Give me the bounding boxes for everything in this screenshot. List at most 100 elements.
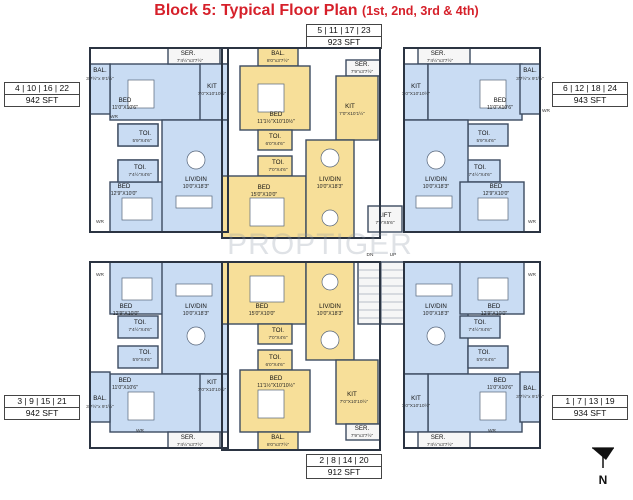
- label-wr: WR: [96, 219, 105, 225]
- label-toi-1: TOI.: [134, 319, 146, 326]
- toilet-1: [257, 129, 293, 151]
- label-livdin: LIV/DIN: [319, 303, 341, 310]
- dim-bed-2: 11'0"X10'6": [112, 385, 138, 391]
- unit-box-right-bottom: 1 | 7 | 13 | 19 934 SFT: [552, 395, 628, 420]
- dim-lift: 7'0"X5'6": [375, 220, 394, 226]
- label-bed-1: BED: [270, 111, 283, 118]
- dining-table: [320, 330, 340, 350]
- living-dining: [403, 261, 469, 375]
- dim-toi-2: 6'0"X4'6": [265, 362, 284, 368]
- label-livdin: LIV/DIN: [185, 176, 207, 183]
- bed-furniture: [121, 197, 153, 221]
- sofa: [175, 195, 213, 209]
- bed-furniture: [127, 391, 155, 421]
- coffee-table: [321, 273, 339, 291]
- label-bal: BAL.: [271, 434, 285, 441]
- dim-ser: 7'4½"x3'7½": [177, 441, 204, 448]
- label-wr: WR: [110, 114, 119, 120]
- dim-livdin: 10'0"X18'3": [183, 311, 210, 317]
- label-bed-2: BED: [270, 375, 283, 382]
- label-ser: SER.: [355, 425, 370, 432]
- unit-area: 942 SFT: [25, 95, 59, 105]
- unit-bottom-center: BED 15'0"X10'0" LIV/DIN 10'0"X18'3" TOI.…: [221, 261, 381, 451]
- bedroom-1: [427, 63, 523, 121]
- unit-numbers: 2 | 8 | 14 | 20: [307, 455, 381, 467]
- toilet-1: [257, 323, 293, 345]
- label-bed-2: BED: [118, 183, 131, 190]
- dim-toi-2: 5'9"X4'6": [476, 357, 495, 363]
- label-ser: SER.: [431, 50, 446, 57]
- label-bal: BAL.: [523, 385, 537, 392]
- dining-table: [186, 150, 206, 170]
- dim-bal: 3'7½"x 9'1½": [516, 393, 544, 400]
- dim-ser: 7'4½"x3'7½": [177, 57, 204, 64]
- label-kit: KIT: [345, 103, 355, 110]
- dim-livdin: 10'0"X18'3": [317, 311, 344, 317]
- outer-walls: [89, 47, 541, 451]
- dining-table: [186, 326, 206, 346]
- dim-bed-2: 12'9"X10'0": [483, 191, 510, 197]
- label-stair-dn: DN: [367, 252, 374, 258]
- toilet-2: [467, 345, 509, 369]
- sofa: [175, 283, 213, 297]
- dim-bed-1: 11'1½"X10'10½": [257, 118, 295, 125]
- label-livdin: LIV/DIN: [185, 303, 207, 310]
- toilet-2: [117, 345, 159, 369]
- kitchen: [199, 373, 229, 433]
- label-bed-1: BED: [119, 97, 132, 104]
- dim-kit: 7'0"X10'10½": [198, 90, 227, 97]
- coffee-table: [321, 209, 339, 227]
- living-dining: [161, 261, 229, 375]
- label-kit: KIT: [207, 83, 217, 90]
- label-bed-2: BED: [119, 377, 132, 384]
- bedroom-2: [427, 373, 523, 433]
- dim-ser: 7'9"x3'7½": [351, 432, 374, 439]
- label-livdin: LIV/DIN: [425, 176, 447, 183]
- bed-furniture: [249, 197, 285, 227]
- dim-kit: 7'0"X10'10½": [340, 398, 369, 405]
- unit-numbers: 5 | 11 | 17 | 23: [307, 25, 381, 37]
- unit-box-left-top: 4 | 10 | 16 | 22 942 SFT: [4, 82, 80, 107]
- label-wr: WR: [542, 108, 551, 114]
- kitchen: [335, 75, 379, 141]
- page-title: Block 5: Typical Floor Plan (1st, 2nd, 3…: [0, 2, 633, 20]
- bed-furniture: [477, 197, 509, 221]
- label-toi-1: TOI.: [269, 133, 281, 140]
- dim-toi-2: 7'0"X4'6": [268, 167, 287, 173]
- label-kit: KIT: [411, 83, 421, 90]
- dim-toi-1: 5'9"X4'6": [132, 138, 151, 144]
- label-wr: WR: [528, 272, 537, 278]
- bed-furniture: [479, 391, 507, 421]
- dim-toi-1: 7'0"X4'6": [268, 335, 287, 341]
- dim-toi-1: 6'0"X4'6": [265, 141, 284, 147]
- dim-kit: 7'0"X10'1½": [339, 110, 365, 117]
- title-main: Block 5: Typical Floor Plan: [154, 2, 358, 19]
- living-dining: [161, 119, 229, 233]
- unit-area: 912 SFT: [327, 467, 361, 477]
- kitchen: [335, 359, 379, 425]
- dim-ser: 7'9"x3'7½": [351, 68, 374, 75]
- dim-toi-1: 7'4½"X4'6": [468, 326, 491, 333]
- dim-bed-1: 12'9"X10'0": [113, 311, 140, 317]
- unit-top-right: SER. 7'4½"x3'7½" BAL. 3'7½"x 9'1½" KIT 7…: [402, 47, 551, 233]
- label-lift: LIFT: [379, 212, 392, 219]
- dim-kit: 7'0"X10'10½": [198, 386, 227, 393]
- label-toi-1: TOI.: [272, 327, 284, 334]
- dim-livdin: 10'0"X18'3": [183, 184, 210, 190]
- unit-area: 923 SFT: [327, 37, 361, 47]
- label-ser: SER.: [431, 434, 446, 441]
- toilet-1: [459, 315, 501, 339]
- label-toi-1: TOI.: [478, 130, 490, 137]
- watermark: PROPTIGER: [227, 228, 413, 261]
- label-toi-2: TOI.: [269, 354, 281, 361]
- label-toi-2: TOI.: [139, 349, 151, 356]
- label-wr: WR: [136, 428, 145, 434]
- toilet-1: [117, 315, 159, 339]
- label-wr: WR: [488, 428, 497, 434]
- dim-bed-2: 11'1½"X10'10½": [257, 382, 295, 389]
- dim-livdin: 10'0"X18'3": [423, 311, 450, 317]
- bed-furniture: [477, 277, 509, 301]
- bed-furniture: [257, 389, 285, 419]
- unit-numbers: 3 | 9 | 15 | 21: [5, 396, 79, 408]
- label-bal: BAL.: [271, 50, 285, 57]
